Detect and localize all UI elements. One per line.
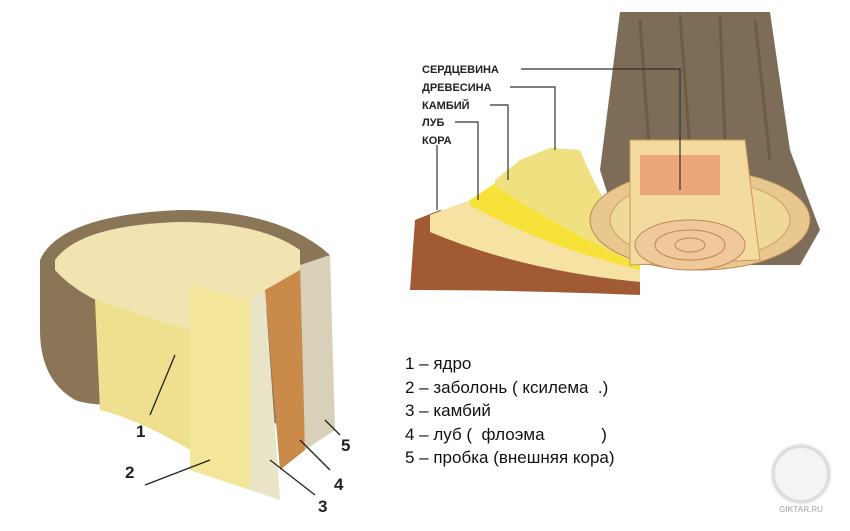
watermark: GIKTAR.RU: [772, 445, 830, 515]
label-wood: ДРЕВЕСИНА: [422, 82, 492, 94]
label-cambium: КАМБИЙ: [422, 99, 470, 112]
leader-lines: [436, 68, 681, 210]
legend-item: 2 – заболонь ( ксилема .): [405, 377, 609, 397]
number-leaders: [144, 354, 341, 496]
number-2: 2: [125, 463, 134, 482]
label-bark: КОРА: [422, 135, 452, 147]
number-5: 5: [341, 436, 350, 455]
phloem: [265, 270, 305, 470]
trunk-illustration: [410, 12, 820, 295]
legend-item: 4 – луб ( флоэма ): [405, 424, 607, 444]
label-pith: СЕРДЦЕВИНА: [422, 64, 499, 76]
legend-item: 1 – ядро: [405, 354, 472, 373]
label-phloem: ЛУБ: [422, 117, 445, 129]
house-logo-icon: [772, 445, 830, 503]
cork: [300, 255, 335, 450]
legend: 1 – ядро 2 – заболонь ( ксилема .) 3 – к…: [405, 352, 615, 470]
cambium-layer: [470, 180, 640, 270]
sapwood: [190, 285, 250, 490]
watermark-text: GIKTAR.RU: [779, 505, 823, 514]
legend-item: 5 – пробка (внешняя кора): [405, 448, 615, 467]
heartwood: [95, 300, 190, 450]
log-section-illustration: [40, 210, 335, 500]
phloem-layer: [430, 200, 640, 282]
number-4: 4: [334, 475, 344, 494]
cambium: [250, 290, 280, 500]
number-3: 3: [318, 497, 327, 516]
number-1: 1: [136, 422, 145, 441]
legend-item: 3 – камбий: [405, 401, 491, 420]
